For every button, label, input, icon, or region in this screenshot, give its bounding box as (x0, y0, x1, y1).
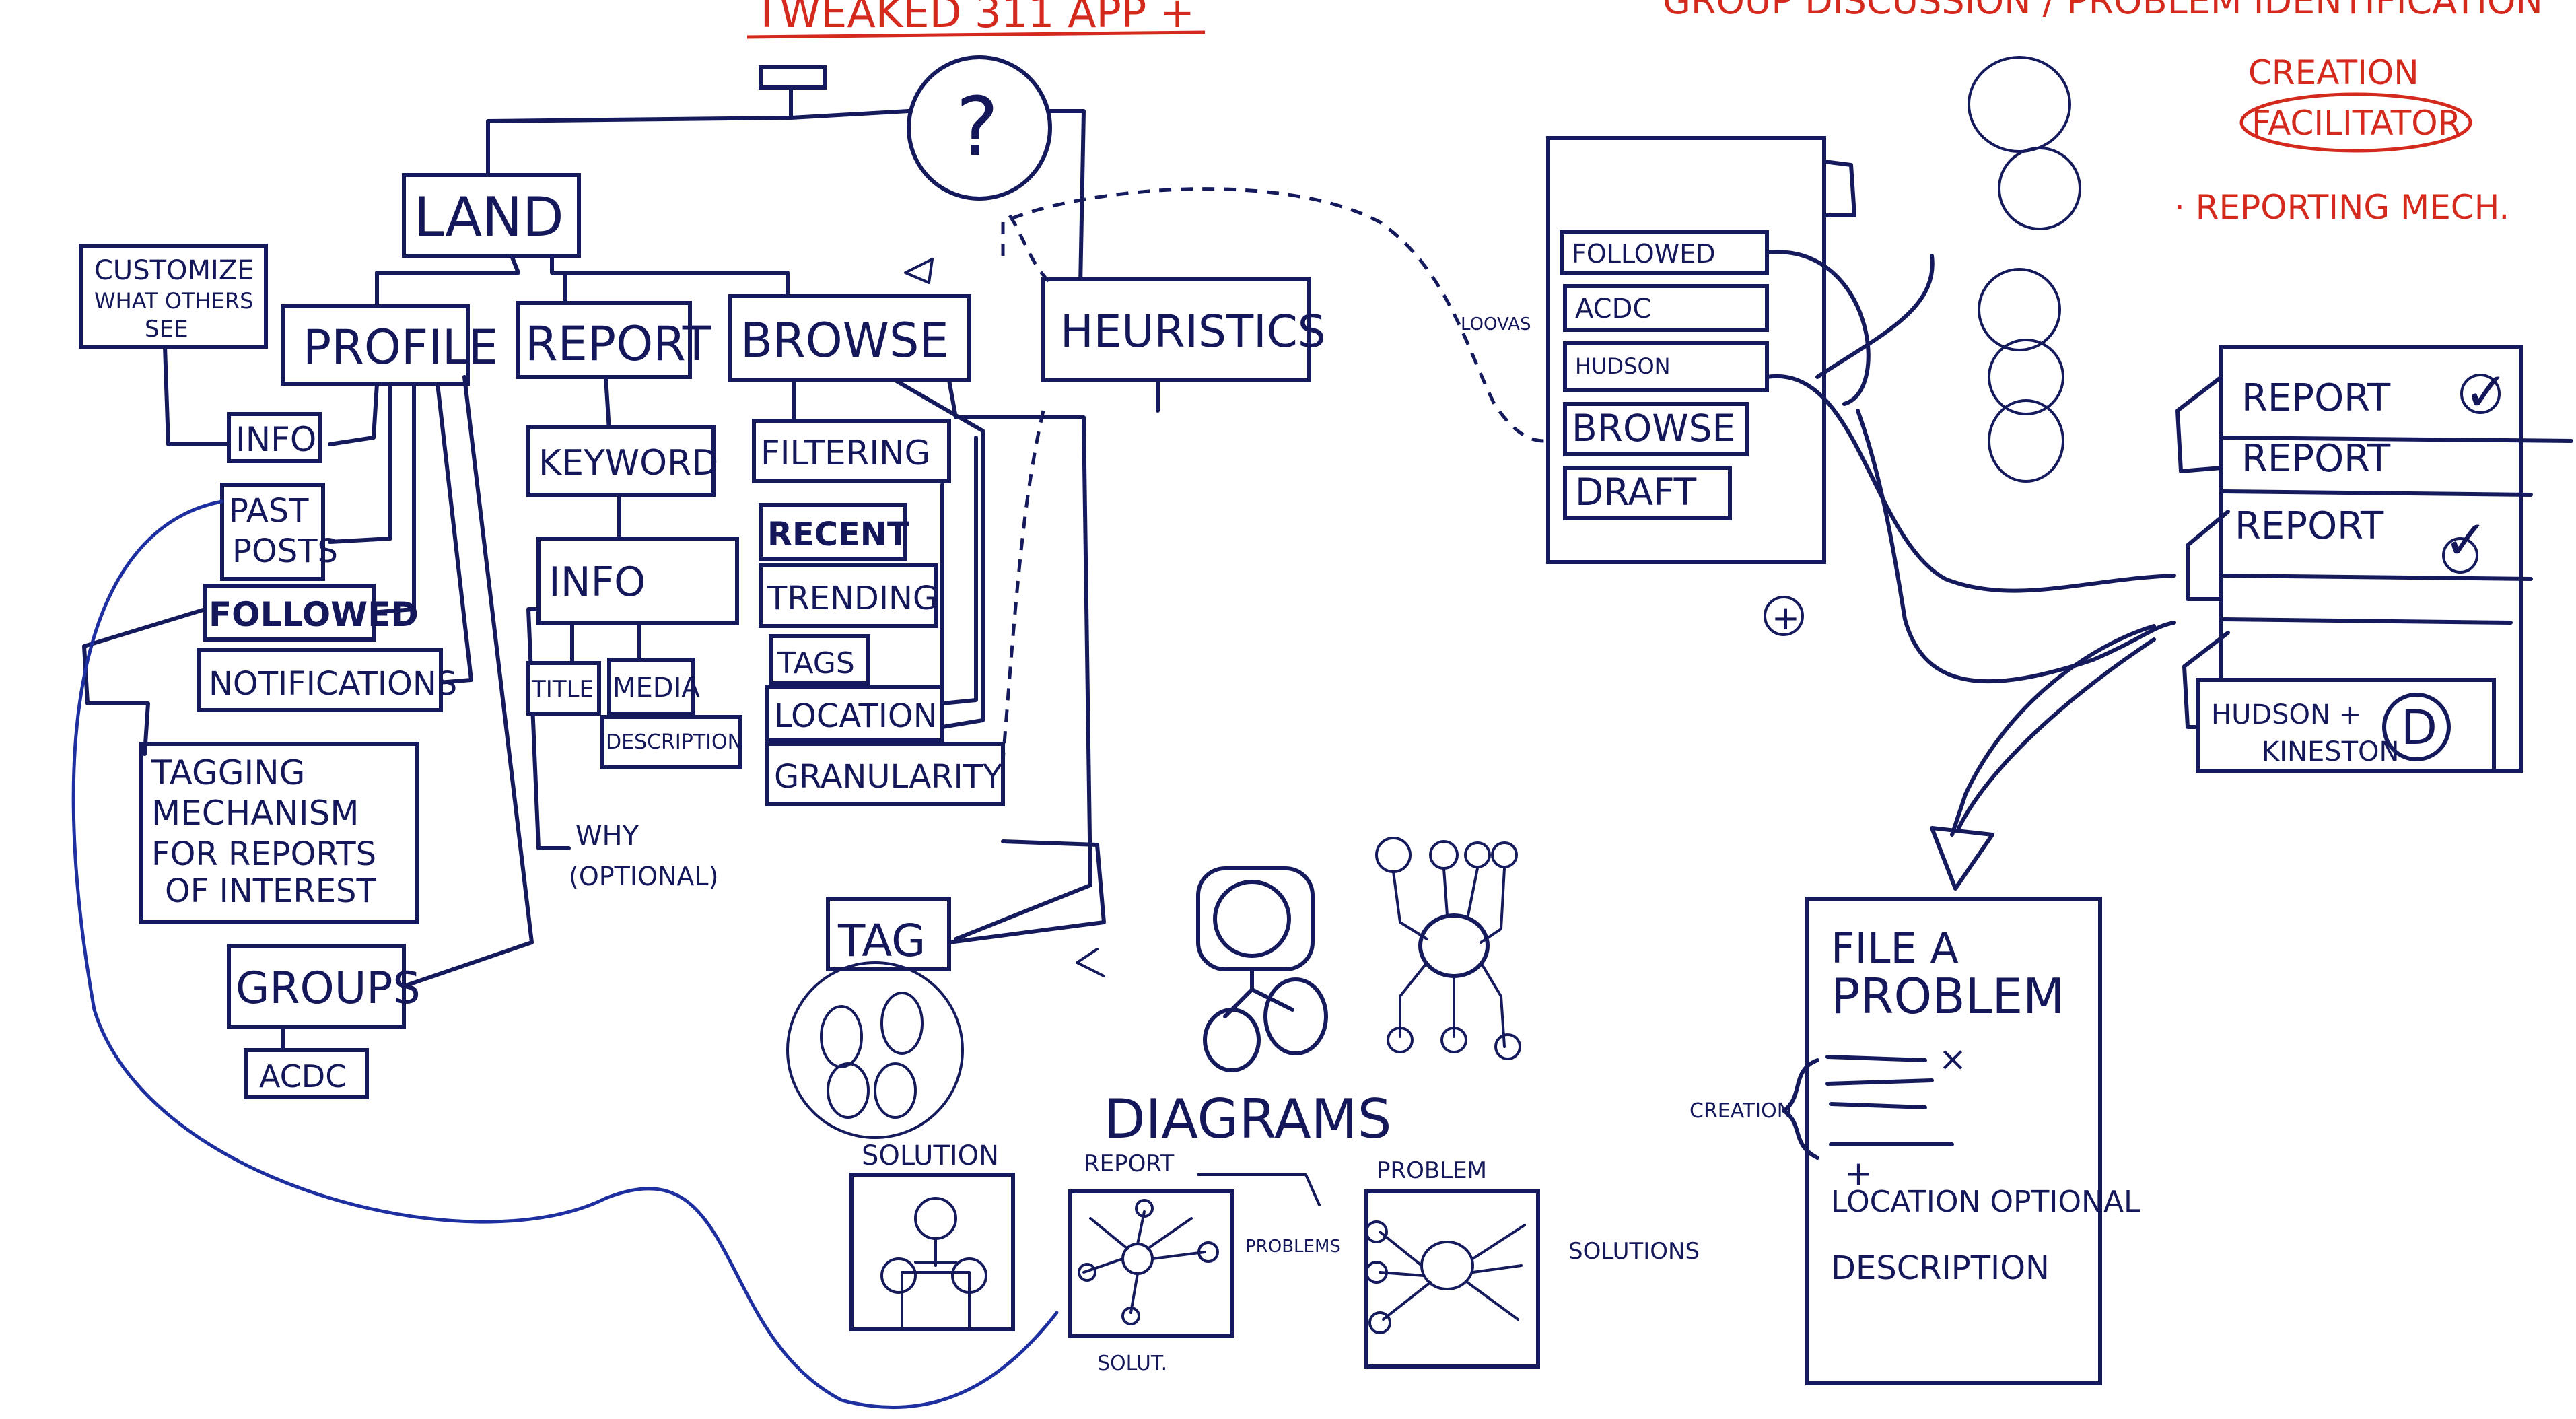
phone-item-draft: DRAFT (1575, 471, 1697, 514)
hudson-label-2: KINESTON (2262, 736, 2399, 767)
report-label: REPORT (525, 316, 711, 372)
why-label-1: WHY (576, 821, 639, 852)
media-label: MEDIA (613, 672, 700, 703)
note-creation: CREATION (2248, 53, 2419, 92)
file-problem-title-1: FILE A (1831, 924, 1959, 973)
tag-label: TAG (837, 915, 926, 967)
diagram-problem-label: PROBLEM (1377, 1157, 1487, 1184)
heuristics-label: HEURISTICS (1060, 306, 1326, 357)
group-acdc-label: ACDC (259, 1058, 347, 1095)
phone-add-icon: + (1772, 598, 1800, 637)
report-item-3: REPORT (2235, 504, 2384, 548)
profile-followed-label: FOLLOWED (209, 595, 419, 634)
title-label: TITLE (531, 676, 594, 703)
profile-info-label: INFO (236, 420, 316, 459)
user-figure-icon (1198, 868, 1326, 1070)
customize-label-3: SEE (145, 316, 188, 343)
tagging-label-1: TAGGING (151, 753, 305, 792)
description-label: DESCRIPTION (606, 730, 742, 754)
diagrams-title: DIAGRAMS (1104, 1088, 1391, 1150)
file-problem-close-icon: × (1939, 1039, 1967, 1078)
report-info-label: INFO (549, 559, 646, 606)
hudson-label-1: HUDSON + (2211, 699, 2361, 730)
diagram-report-label: REPORT (1084, 1150, 1175, 1177)
diagram-solutions-label: SOLUTIONS (1568, 1238, 1700, 1265)
past-posts-label-2: POSTS (232, 532, 338, 570)
browse-item-location: LOCATION (774, 697, 938, 735)
phone-item-browse: BROWSE (1572, 407, 1735, 450)
browse-item-filtering: FILTERING (761, 434, 930, 473)
browse-item-granularity: GRANULARITY (774, 758, 1003, 796)
description-field-label: DESCRIPTION (1831, 1249, 2050, 1287)
browse-item-tags: TAGS (777, 646, 855, 681)
sitemap-root-node (761, 67, 825, 88)
phone-item-acdc: ACDC (1575, 293, 1651, 324)
diagram-solut-label: SOLUT. (1097, 1352, 1167, 1375)
location-optional-label: LOCATION OPTIONAL (1831, 1185, 2140, 1219)
hudson-badge: D (2401, 700, 2437, 755)
diagram-problems-label: PROBLEMS (1245, 1237, 1341, 1257)
note-reporting-mech: · REPORTING MECH. (2174, 188, 2509, 227)
browse-item-recent: RECENT (767, 516, 909, 553)
report-item-1: REPORT (2241, 376, 2391, 420)
land-label: LAND (414, 186, 564, 248)
diagram-solution-label: SOLUTION (862, 1140, 999, 1171)
notifications-label: NOTIFICATIONS (209, 665, 457, 703)
past-posts-label-1: PAST (229, 492, 309, 530)
profile-label: PROFILE (303, 320, 498, 375)
report-check-1: ✓ (2464, 361, 2509, 423)
keyword-label: KEYWORD (538, 443, 718, 483)
groups-label: GROUPS (236, 963, 421, 1014)
tagging-label-4: OF INTEREST (165, 872, 377, 910)
customize-label-2: WHAT OTHERS (94, 288, 253, 314)
report-item-2: REPORT (2241, 437, 2391, 481)
why-label-2: (OPTIONAL) (569, 862, 718, 891)
file-problem-bracket-label: CREATION (1690, 1099, 1792, 1123)
phone-item-followed: FOLLOWED (1572, 239, 1716, 269)
phone-side-label: LOOVAS (1461, 314, 1531, 335)
header-right-title: GROUP DISCUSSION / PROBLEM IDENTIFICATIO… (1663, 0, 2543, 22)
file-problem-title-2: PROBLEM (1831, 968, 2064, 1025)
tagging-label-3: FOR REPORTS (151, 835, 376, 873)
note-facilitator: FACILITATOR (2252, 104, 2461, 143)
customize-label-1: CUSTOMIZE (94, 255, 254, 286)
question-mark: ? (956, 81, 999, 174)
tagging-label-2: MECHANISM (151, 794, 359, 833)
network-figure-icon (1377, 838, 1520, 1059)
phone-item-hudson: HUDSON (1575, 353, 1671, 379)
people-icon (1969, 57, 2080, 481)
browse-label: BROWSE (740, 313, 949, 368)
browse-item-trending: TRENDING (767, 580, 938, 617)
